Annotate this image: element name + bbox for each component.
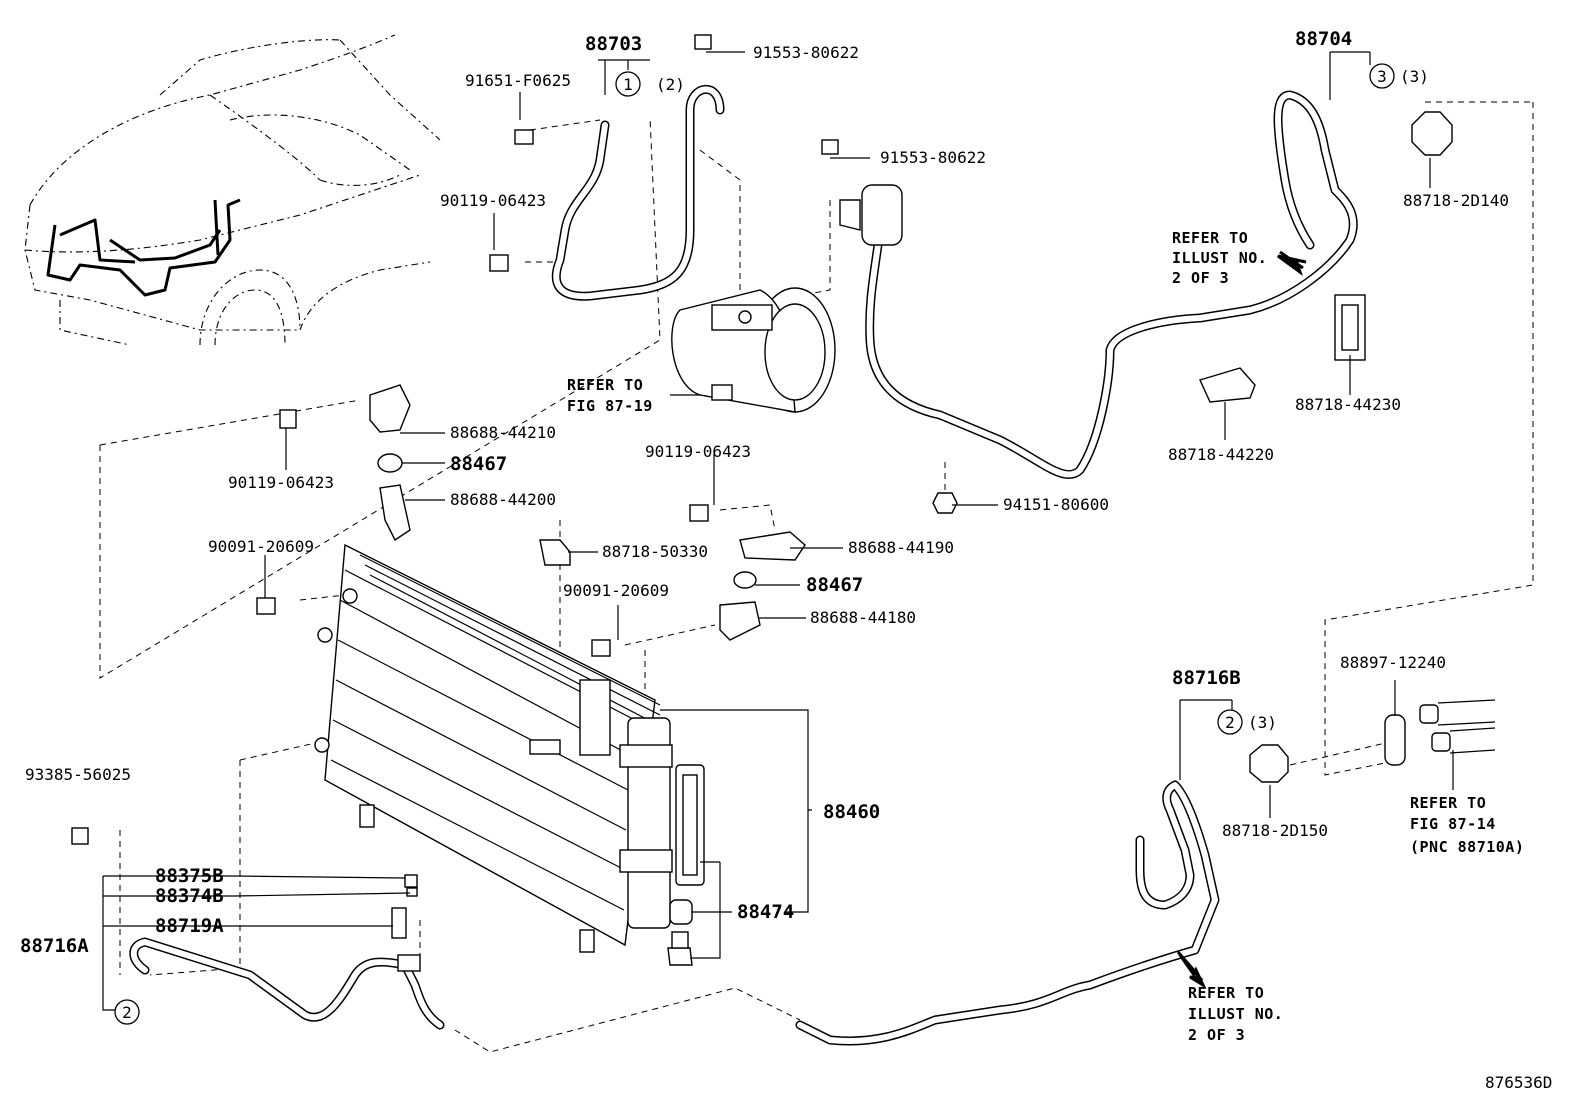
circle-ref-3-quantity: (3) [1400, 67, 1429, 86]
label-88688-44200[interactable]: 88688-44200 [450, 490, 556, 509]
label-88375B[interactable]: 88375B [155, 865, 224, 887]
note-fig-87-19-line-1: REFER TO [567, 376, 643, 394]
label-88474[interactable]: 88474 [737, 901, 794, 923]
label-88703[interactable]: 88703 [585, 33, 642, 55]
note-refer-fig-87-14: REFER TO FIG 87-14 (PNC 88710A) [1410, 794, 1524, 856]
label-90119-06423-center[interactable]: 90119-06423 [645, 442, 751, 461]
vehicle-location-illustration [24, 34, 441, 346]
note-bottom-line-1: REFER TO [1188, 984, 1264, 1002]
label-88688-44190[interactable]: 88688-44190 [848, 538, 954, 557]
label-90119-06423-top[interactable]: 90119-06423 [440, 191, 546, 210]
circle-ref-1-quantity: (2) [656, 75, 685, 94]
note-refer-bottom: REFER TO ILLUST NO. 2 OF 3 [1188, 984, 1283, 1044]
label-91553-80622-mid[interactable]: 91553-80622 [880, 148, 986, 167]
label-88467-top[interactable]: 88467 [450, 453, 507, 475]
label-88688-44180[interactable]: 88688-44180 [810, 608, 916, 627]
label-88718-50330[interactable]: 88718-50330 [602, 542, 708, 561]
label-88467-center[interactable]: 88467 [806, 574, 863, 596]
label-90119-06423-left[interactable]: 90119-06423 [228, 473, 334, 492]
reference-arrows [1176, 250, 1307, 989]
label-88704[interactable]: 88704 [1295, 28, 1352, 50]
note-fig-87-14-line-2: FIG 87-14 [1410, 815, 1496, 833]
label-88718-2D150[interactable]: 88718-2D150 [1222, 821, 1328, 840]
note-top-right-line-1: REFER TO [1172, 229, 1248, 247]
circle-ref-2-right-number: 2 [1225, 713, 1235, 732]
note-fig-87-14-line-1: REFER TO [1410, 794, 1486, 812]
label-93385-56025[interactable]: 93385-56025 [25, 765, 131, 784]
label-88897-12240[interactable]: 88897-12240 [1340, 653, 1446, 672]
label-88718-44230[interactable]: 88718-44230 [1295, 395, 1401, 414]
small-parts [71, 34, 1496, 972]
label-88688-44210[interactable]: 88688-44210 [450, 423, 556, 442]
label-91553-80622-top[interactable]: 91553-80622 [753, 43, 859, 62]
note-bottom-line-3: 2 OF 3 [1188, 1026, 1245, 1044]
label-91651-F0625[interactable]: 91651-F0625 [465, 71, 571, 90]
label-88718-44220[interactable]: 88718-44220 [1168, 445, 1274, 464]
refrigerant-pipes [129, 84, 1358, 1046]
label-88716B[interactable]: 88716B [1172, 667, 1241, 689]
circle-ref-2-right: 2 (3) [1217, 709, 1277, 735]
circle-ref-1-number: 1 [623, 75, 633, 94]
circle-ref-3-number: 3 [1377, 67, 1387, 86]
dashed-location-lines [99, 101, 1534, 1053]
note-bottom-line-2: ILLUST NO. [1188, 1005, 1283, 1023]
note-top-right-line-3: 2 OF 3 [1172, 269, 1229, 287]
note-fig-87-14-line-3: (PNC 88710A) [1410, 838, 1524, 856]
circle-ref-2-left-number: 2 [122, 1003, 132, 1022]
circle-ref-1: 1 (2) [615, 71, 685, 97]
label-88460[interactable]: 88460 [823, 801, 880, 823]
note-fig-87-19-line-2: FIG 87-19 [567, 397, 653, 415]
label-90091-20609-center[interactable]: 90091-20609 [563, 581, 669, 600]
circle-ref-2-right-quantity: (3) [1248, 713, 1277, 732]
leader-lines [102, 51, 1454, 1011]
note-top-right-line-2: ILLUST NO. [1172, 249, 1267, 267]
circle-ref-3: 3 (3) [1369, 63, 1429, 89]
part-labels: 88703 91651-F0625 91553-80622 91553-8062… [20, 28, 1509, 957]
compressor [671, 287, 836, 413]
note-refer-fig-87-19: REFER TO FIG 87-19 [567, 376, 653, 415]
label-90091-20609-left[interactable]: 90091-20609 [208, 537, 314, 556]
condenser [314, 543, 705, 953]
label-88718-2D140[interactable]: 88718-2D140 [1403, 191, 1509, 210]
label-94151-80600[interactable]: 94151-80600 [1003, 495, 1109, 514]
circle-ref-2-left: 2 [114, 999, 140, 1025]
label-88719A[interactable]: 88719A [155, 915, 224, 937]
label-88716A[interactable]: 88716A [20, 935, 89, 957]
diagram-code: 876536D [1485, 1073, 1552, 1092]
label-88374B[interactable]: 88374B [155, 885, 224, 907]
note-refer-top-right: REFER TO ILLUST NO. 2 OF 3 [1172, 229, 1267, 287]
